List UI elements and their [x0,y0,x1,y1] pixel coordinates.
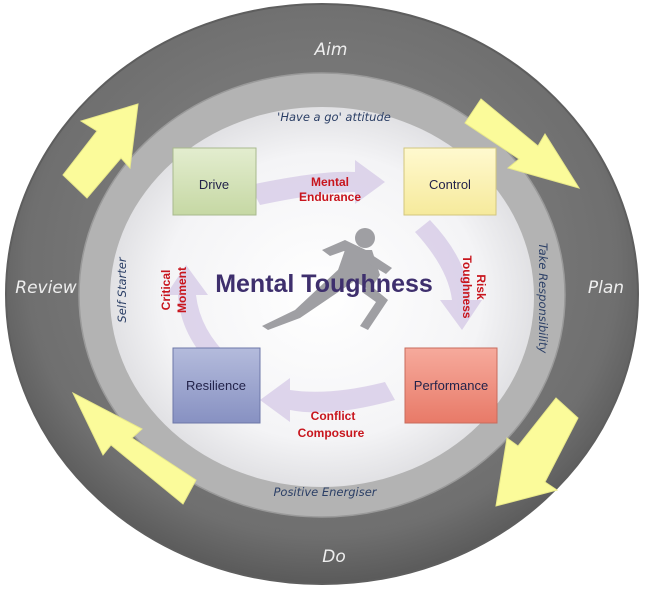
center-title: Mental Toughness [215,270,433,298]
box-control: Control [403,147,497,216]
inner-label-right: Take Responsibility [536,243,550,354]
inner-label-bottom: Positive Energiser [273,485,377,499]
box-drive: Drive [172,147,257,216]
inner-label-top: 'Have a go' attitude [277,110,391,124]
label-mental: Mental [311,175,349,189]
outer-arrows [62,98,581,507]
label-endurance: Endurance [299,190,361,204]
box-resilience-label: Resilience [186,378,246,393]
arrow-bottom-left [71,391,197,505]
arrow-top-right [464,98,581,189]
box-control-label: Control [429,177,471,192]
label-moment: Moment [175,267,189,313]
label-critical: Critical [159,270,173,311]
label-composure: Composure [298,426,365,440]
label-risk: Risk [474,274,488,300]
label-conflict: Conflict [311,409,356,423]
box-performance: Performance [404,347,498,424]
runner-icon [262,228,392,330]
arrow-top-left [62,103,139,199]
outer-label-do: Do [322,547,346,567]
outer-label-plan: Plan [588,278,624,298]
box-drive-label: Drive [199,177,229,192]
outer-label-review: Review [15,278,77,298]
label-toughness: Toughness [460,255,474,318]
box-resilience: Resilience [172,347,261,424]
inner-label-left: Self Starter [115,256,129,322]
box-performance-label: Performance [414,378,488,393]
arrow-bottom-right [495,397,579,507]
outer-label-aim: Aim [314,40,348,60]
cycle-arrow [166,160,482,422]
